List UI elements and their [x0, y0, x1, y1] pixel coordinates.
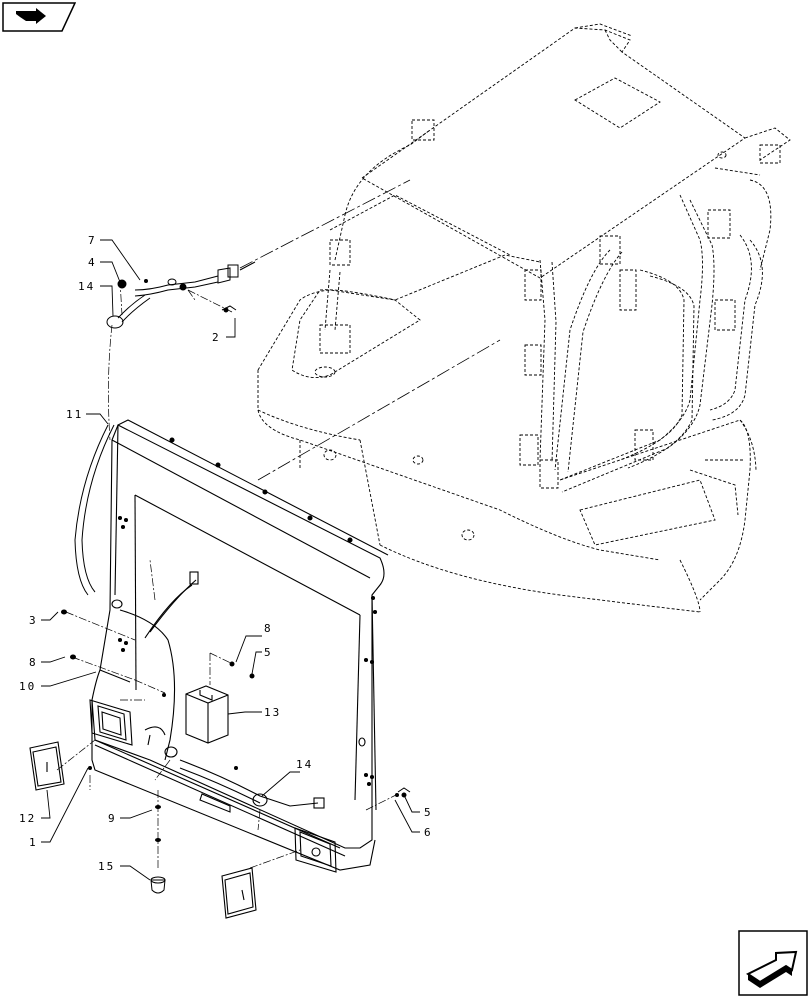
callout-3: 3	[29, 614, 38, 627]
top-harness	[74, 261, 256, 596]
callout-1: 1	[29, 836, 38, 849]
bolts-left	[61, 609, 76, 660]
phantom-lines	[56, 279, 397, 870]
front-panel	[89, 419, 389, 873]
callout-14-top: 14	[78, 280, 95, 293]
rubber-bumper	[150, 876, 166, 894]
cab-assembly	[257, 23, 791, 613]
next-page-button[interactable]	[738, 930, 808, 996]
callout-5-upper: 5	[264, 646, 273, 659]
callout-9: 9	[108, 812, 117, 825]
callout-14-bottom: 14	[296, 758, 313, 771]
callout-4: 4	[88, 256, 97, 269]
callout-15: 15	[98, 860, 115, 873]
washer-screw-9	[155, 805, 161, 842]
callout-6: 6	[424, 826, 433, 839]
callout-11: 11	[66, 408, 83, 421]
callout-2: 2	[212, 331, 221, 344]
light-lens-right	[221, 867, 257, 919]
callout-labels: 7 4 14 2 11 3 8 10 8 5 13 12 1 9 15 14 5…	[19, 234, 433, 873]
panel-hardware	[88, 661, 399, 797]
assembly-chain-lines	[239, 179, 501, 481]
light-lens-left	[29, 741, 65, 791]
callout-7: 7	[88, 234, 97, 247]
callout-13: 13	[264, 706, 281, 719]
callout-5-lower: 5	[424, 806, 433, 819]
callout-12: 12	[19, 812, 36, 825]
callout-8-right: 8	[264, 622, 273, 635]
back-button[interactable]	[2, 2, 77, 32]
callout-10: 10	[19, 680, 36, 693]
forward-page-arrow-icon	[738, 930, 808, 996]
callout-8-left: 8	[29, 656, 38, 669]
back-arrow-icon	[2, 2, 77, 32]
callout-leaders	[41, 239, 420, 881]
